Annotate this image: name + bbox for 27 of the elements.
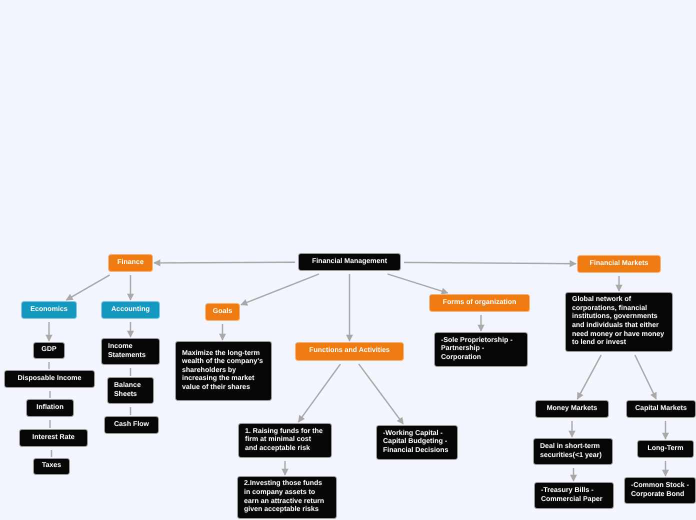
arrow — [66, 274, 110, 301]
arrow — [127, 275, 134, 301]
arrow — [387, 273, 448, 294]
arrow — [634, 354, 657, 400]
arrow — [46, 322, 52, 342]
arrow — [576, 354, 602, 400]
arrow — [346, 274, 353, 342]
arrow — [662, 421, 669, 440]
arrow — [282, 461, 288, 476]
arrow — [404, 260, 577, 268]
arrow — [570, 468, 577, 482]
connector-line — [48, 362, 50, 369]
connector-line — [49, 391, 51, 398]
connector-line — [49, 420, 51, 428]
arrow — [219, 324, 226, 341]
arrow — [568, 421, 576, 438]
arrow — [127, 322, 134, 338]
arrow — [662, 461, 669, 477]
arrow — [153, 259, 295, 266]
connector-line — [50, 450, 52, 457]
arrow — [240, 273, 320, 306]
arrow — [478, 315, 484, 332]
arrow — [616, 276, 622, 292]
arrow — [298, 364, 341, 423]
connector-line — [130, 407, 132, 415]
connector-line — [130, 368, 132, 376]
arrow — [358, 364, 404, 425]
